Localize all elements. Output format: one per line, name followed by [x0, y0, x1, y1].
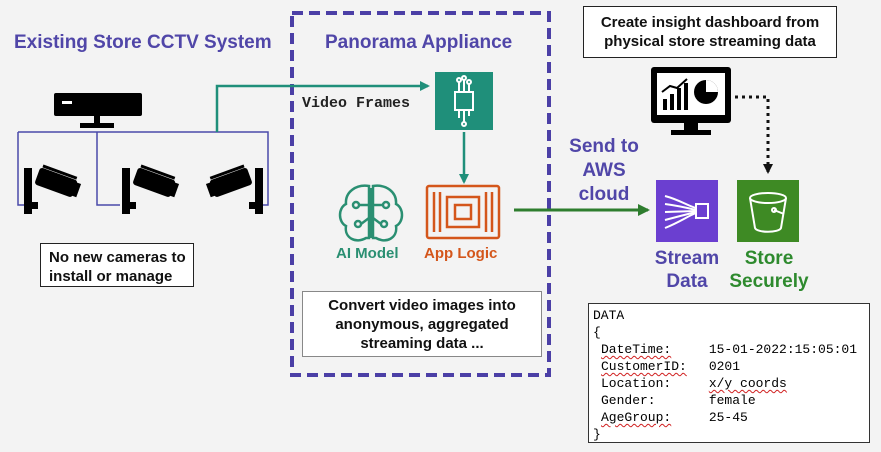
- aws-line: AWS: [582, 160, 626, 181]
- send-to-aws-label: Send to AWS cloud: [554, 135, 654, 207]
- data-record-title: DATA: [593, 308, 625, 323]
- data-field-value: x/y coords: [708, 376, 787, 391]
- cloud-line: cloud: [578, 184, 630, 205]
- video-frames-arrow: [215, 81, 430, 132]
- note-line: install or manage: [49, 268, 173, 285]
- data-field-key: AgeGroup:: [601, 410, 672, 425]
- app-logic-chip-icon: [425, 184, 501, 240]
- data-field-key: Location:: [601, 376, 672, 391]
- note-line: Convert video images into: [328, 297, 516, 314]
- cctv-system-title: Existing Store CCTV System: [14, 32, 272, 53]
- data-record-close-brace: }: [593, 427, 601, 442]
- data-field-value: 25-45: [708, 410, 748, 425]
- note-line: anonymous, aggregated: [335, 316, 509, 333]
- note-line: No new cameras to: [49, 249, 186, 266]
- data-field-row: AgeGroup: 25-45: [593, 409, 869, 426]
- no-new-cameras-note: No new cameras to install or manage: [40, 243, 194, 287]
- kinesis-stream-icon: [656, 180, 718, 242]
- ai-model-brain-icon: [338, 184, 404, 242]
- store-securely-label: Store Securely: [724, 247, 814, 293]
- app-logic-label: App Logic: [424, 245, 498, 262]
- store-securely-line-1: Store: [744, 248, 794, 269]
- data-field-row: CustomerID: 0201: [593, 358, 869, 375]
- data-field-row: Gender: female: [593, 392, 869, 409]
- dvr-recorder-icon: [54, 93, 142, 128]
- data-field-value: female: [708, 393, 756, 408]
- stream-data-line-2: Data: [666, 271, 708, 292]
- dashboard-note: Create insight dashboard from physical s…: [583, 6, 837, 58]
- panorama-appliance-title: Panorama Appliance: [325, 32, 513, 53]
- dashboard-monitor-icon: [651, 67, 731, 135]
- cctv-camera-icon: [205, 164, 263, 214]
- dashboard-to-s3-arrow: [735, 95, 773, 174]
- send-to-line: Send to: [569, 136, 639, 157]
- store-securely-line-2: Securely: [729, 271, 809, 292]
- cctv-wiring: [17, 131, 269, 206]
- cctv-camera-icon: [24, 164, 82, 214]
- note-line: streaming data ...: [360, 335, 484, 352]
- note-line: physical store streaming data: [604, 33, 816, 50]
- convert-video-note: Convert video images into anonymous, agg…: [302, 291, 542, 357]
- stream-data-line-1: Stream: [654, 248, 720, 269]
- video-frames-label: Video Frames: [302, 95, 411, 112]
- data-field-value: 0201: [708, 359, 741, 374]
- data-field-key: DateTime:: [601, 342, 672, 357]
- data-field-row: Location: x/y coords: [593, 375, 869, 392]
- panorama-device-icon: [435, 72, 493, 130]
- panorama-boundary: [290, 11, 551, 377]
- data-field-key: Gender:: [601, 393, 656, 408]
- s3-bucket-icon: [737, 180, 799, 242]
- stream-data-label: Stream Data: [646, 247, 728, 293]
- data-field-key: CustomerID:: [601, 359, 687, 374]
- data-field-value: 15-01-2022:15:05:01: [708, 342, 858, 357]
- ai-model-label: AI Model: [336, 245, 399, 262]
- data-field-row: DateTime: 15-01-2022:15:05:01: [593, 341, 869, 358]
- data-record-open-brace: {: [593, 325, 601, 340]
- cctv-camera-icon: [122, 164, 180, 214]
- note-line: Create insight dashboard from: [600, 14, 820, 31]
- data-record-box: DATA { DateTime: 15-01-2022:15:05:01 Cus…: [588, 303, 870, 443]
